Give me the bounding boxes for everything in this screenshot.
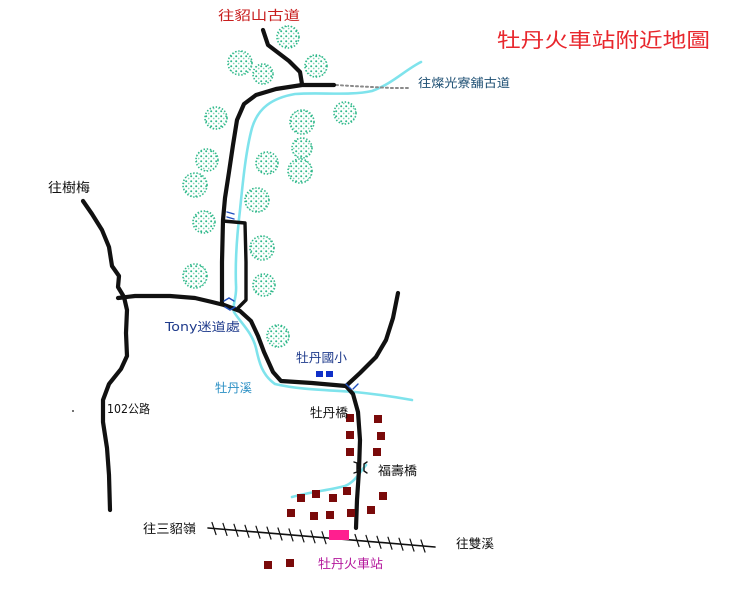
label-shumei: 往樹梅 (48, 181, 90, 196)
tree-icon (252, 63, 274, 85)
mountain-road-west (219, 82, 337, 306)
school-icon (316, 371, 323, 377)
house-icon (264, 561, 272, 569)
tree-icon (287, 158, 313, 184)
house-icon (312, 490, 320, 498)
label-mudan-station: 牡丹火車站 (318, 556, 383, 571)
tree-icon (249, 235, 275, 261)
station-icon (329, 530, 349, 540)
bridge-icon (226, 211, 235, 220)
tree-icon (204, 106, 228, 130)
label-mudan-bridge: 牡丹橋 (310, 405, 348, 420)
map-title: 牡丹火車站附近地圖 (497, 28, 710, 52)
tree-icon (333, 101, 357, 125)
house-icon (297, 494, 305, 502)
railway-ties (211, 521, 426, 553)
road-to-mudan-bridge (115, 293, 349, 389)
tree-icon (304, 54, 328, 78)
tree-icon (195, 148, 219, 172)
cankuang-trail-path (335, 84, 411, 89)
highway-102-road (80, 198, 130, 513)
house-icon (346, 448, 354, 456)
label-highway-102: 102公路 (107, 401, 150, 416)
label-fushou-bridge: 福壽橋 (378, 463, 418, 478)
map-speck (72, 410, 74, 412)
tree-icon (255, 151, 279, 175)
house-group (264, 414, 387, 569)
house-icon (377, 432, 385, 440)
house-icon (286, 559, 294, 567)
label-mudan-creek: 牡丹溪 (215, 380, 252, 395)
road-northeast-spur (343, 290, 401, 389)
label-diaoshan-trail: 往貂山古道 (218, 9, 300, 24)
house-icon (346, 414, 354, 422)
label-to-sandiaoling: 往三貂嶺 (143, 521, 197, 536)
label-mudan-school: 牡丹國小 (296, 350, 347, 365)
tree-icon (289, 109, 315, 135)
label-cankuang-trail: 往燦光寮舖古道 (418, 75, 510, 90)
bridge-icon (345, 383, 359, 390)
tree-icon (244, 187, 270, 213)
house-icon (346, 431, 354, 439)
house-icon (329, 494, 337, 502)
tree-icon (192, 210, 216, 234)
house-icon (326, 511, 334, 519)
tree-icon (227, 50, 253, 76)
house-icon (310, 512, 318, 520)
tree-icon (266, 324, 290, 348)
label-tony-lost-spot: Tony迷道處 (164, 320, 240, 334)
road-to-station (343, 383, 363, 531)
mudan-creek-river (232, 60, 423, 402)
tree-icon (182, 172, 208, 198)
house-icon (367, 506, 375, 514)
tree-icon (252, 273, 276, 297)
road-to-diaoshan-trail (260, 27, 305, 87)
tree-group (182, 25, 357, 348)
school-marker (316, 371, 333, 377)
house-icon (347, 509, 355, 517)
house-icon (287, 509, 295, 517)
tree-icon (182, 263, 208, 289)
bridge-icon (223, 297, 236, 311)
house-icon (374, 415, 382, 423)
tree-icon (291, 137, 313, 159)
mountain-road-parallel (221, 219, 248, 310)
tree-icon (276, 25, 300, 49)
bridge-icon (353, 461, 368, 474)
label-to-shuangxi: 往雙溪 (456, 536, 494, 551)
house-icon (343, 487, 351, 495)
school-icon (326, 371, 333, 377)
railway (207, 521, 436, 553)
house-icon (373, 448, 381, 456)
house-icon (379, 492, 387, 500)
railway-track (207, 527, 436, 548)
